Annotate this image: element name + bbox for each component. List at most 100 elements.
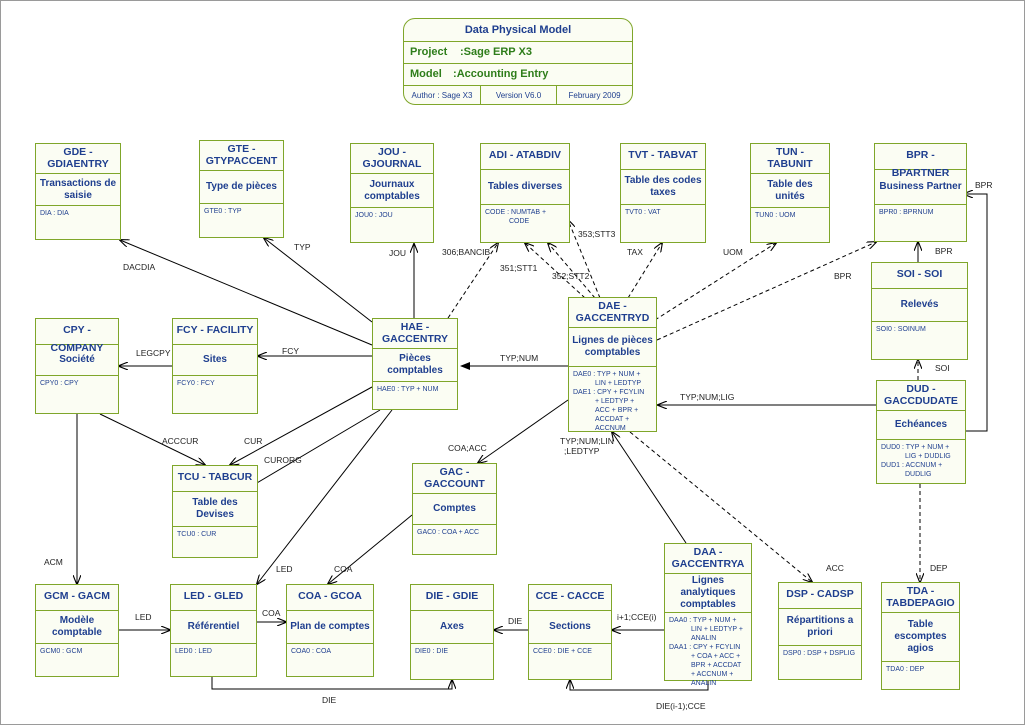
entity-desc: Business Partner — [875, 170, 966, 205]
entity-cce[interactable]: CCE - CACCE Sections CCE0 : DIE + CCE — [528, 584, 612, 680]
entity-gac[interactable]: GAC - GACCOUNT Comptes GAC0 : COA + ACC — [412, 463, 497, 555]
entity-fcy[interactable]: FCY - FACILITY Sites FCY0 : FCY — [172, 318, 258, 414]
entity-desc: Table des codes taxes — [621, 170, 705, 205]
entity-index: DSP0 : DSP + DSPLIG — [783, 650, 856, 657]
entity-desc: Comptes — [413, 494, 496, 525]
entity-desc: Table des Devises — [173, 492, 257, 527]
entity-code: GAC - GACCOUNT — [413, 464, 496, 494]
label-die-bottom: DIE — [322, 695, 337, 705]
label-cur: CUR — [244, 436, 263, 446]
header-footer: Author : Sage X3 Version V6.0 February 2… — [404, 86, 632, 104]
entity-bpr[interactable]: BPR - BPARTNER Business Partner BPR0 : B… — [874, 143, 967, 242]
entity-code: COA - GCOA — [287, 585, 373, 611]
entity-index: DUD0 : TYP + NUM + LIG + DUDLIG DUD1 : A… — [881, 444, 951, 478]
label-bpr-dae: BPR — [834, 271, 852, 281]
entity-index: SOI0 : SOINUM — [876, 326, 926, 333]
entity-index: GCM0 : GCM — [40, 648, 83, 655]
entity-tda[interactable]: TDA - TABDEPAGIO Table escomptes agios T… — [881, 582, 960, 690]
entity-index: DIA : DIA — [40, 210, 69, 217]
entity-index: GAC0 : COA + ACC — [417, 529, 480, 536]
label-tax: TAX — [627, 247, 643, 257]
model-value: Accounting Entry — [456, 68, 549, 80]
entity-gcm[interactable]: GCM - GACM Modèle comptable GCM0 : GCM — [35, 584, 119, 677]
label-coaacc: COA;ACC — [448, 443, 487, 453]
entity-cpy[interactable]: CPY - COMPANY Société CPY0 : CPY — [35, 318, 119, 414]
entity-die[interactable]: DIE - GDIE Axes DIE0 : DIE — [410, 584, 494, 680]
entity-index: DAA0 : TYP + NUM + LIN + LEDTYP + ANALIN… — [669, 617, 744, 687]
project-label: Project — [410, 46, 448, 58]
entity-desc: Lignes analytiques comptables — [665, 574, 751, 613]
entity-desc: Lignes de pièces comptables — [569, 328, 656, 367]
label-stt2: 352;STT2 — [552, 271, 590, 281]
entity-code: TCU - TABCUR — [173, 466, 257, 492]
entity-adi[interactable]: ADI - ATABDIV Tables diverses CODE : NUM… — [480, 143, 570, 243]
entity-dae[interactable]: DAE - GACCENTRYD Lignes de pièces compta… — [568, 297, 657, 432]
entity-index: CPY0 : CPY — [40, 380, 79, 387]
label-bpr-soi: BPR — [935, 246, 953, 256]
label-typnumlig: TYP;NUM;LIG — [680, 392, 735, 402]
entity-index: CODE : NUMTAB +CODE — [485, 209, 547, 225]
label-led-gcm: LED — [135, 612, 152, 622]
entity-tcu[interactable]: TCU - TABCUR Table des Devises TCU0 : CU… — [172, 465, 258, 558]
entity-code: TUN - TABUNIT — [751, 144, 829, 174]
entity-code: HAE - GACCENTRY — [373, 319, 457, 349]
entity-dsp[interactable]: DSP - CADSP Répartitions a priori DSP0 :… — [778, 582, 862, 680]
entity-desc: Tables diverses — [481, 170, 569, 205]
entity-index: TCU0 : CUR — [177, 531, 217, 538]
label-coa-gac: COA — [334, 564, 353, 574]
link-hae-gde — [120, 240, 373, 346]
entity-code: CPY - COMPANY — [36, 319, 118, 354]
entity-code: DIE - GDIE — [411, 585, 493, 611]
entity-index: BPR0 : BPRNUM — [879, 209, 934, 216]
label-legcpy: LEGCPY — [136, 348, 171, 358]
link-hae-led — [257, 409, 393, 584]
entity-code: ADI - ATABDIV — [481, 144, 569, 170]
link-dae-adi-2 — [548, 243, 596, 299]
entity-led[interactable]: LED - GLED Référentiel LED0 : LED — [170, 584, 257, 677]
link-led-die — [211, 677, 452, 690]
link-dud-bpr — [964, 194, 988, 432]
link-dae-dsp — [629, 431, 812, 582]
entity-desc: Axes — [411, 611, 493, 644]
header-date: February 2009 — [568, 91, 621, 100]
entity-desc: Pièces comptables — [373, 349, 457, 382]
entity-tun[interactable]: TUN - TABUNIT Table des unités TUN0 : UO… — [750, 143, 830, 243]
entity-gte[interactable]: GTE - GTYPACCENT Type de pièces GTE0 : T… — [199, 140, 284, 238]
entity-coa[interactable]: COA - GCOA Plan de comptes COA0 : COA — [286, 584, 374, 677]
entity-daa[interactable]: DAA - GACCENTRYA Lignes analytiques comp… — [664, 543, 752, 687]
label-curorg: CURORG — [264, 455, 302, 465]
header-title: Data Physical Model — [404, 19, 632, 42]
label-acc: ACC — [826, 563, 844, 573]
entity-hae[interactable]: HAE - GACCENTRY Pièces comptables HAE0 :… — [372, 318, 458, 410]
entity-jou[interactable]: JOU - GJOURNAL Journaux comptables JOU0 … — [350, 143, 434, 243]
label-typnum: TYP;NUM — [500, 353, 539, 363]
label-bpr-dud: BPR — [975, 180, 993, 190]
entity-index: COA0 : COA — [291, 648, 332, 655]
entity-tvt[interactable]: TVT - TABVAT Table des codes taxes TVT0 … — [620, 143, 706, 243]
entity-desc: Modèle comptable — [36, 611, 118, 644]
entity-dud[interactable]: DUD - GACCDUDATE Echéances DUD0 : TYP + … — [876, 380, 966, 484]
header-project: Project: Sage ERP X3 — [404, 42, 632, 64]
label-dacdia: DACDIA — [123, 262, 156, 272]
link-hae-gte — [264, 238, 373, 323]
link-dae-gac — [478, 399, 569, 463]
entity-code: TDA - TABDEPAGIO — [882, 583, 959, 613]
link-hae-adi — [447, 243, 498, 319]
label-stt1: 351;STT1 — [500, 263, 538, 273]
entity-soi[interactable]: SOI - SOI Relevés SOI0 : SOINUM — [871, 262, 968, 360]
entity-index: DAE0 : TYP + NUM + LIN + LEDTYP DAE1 : C… — [573, 371, 645, 432]
label-stt3: 353;STT3 — [578, 229, 616, 239]
entity-code: JOU - GJOURNAL — [351, 144, 433, 174]
entity-desc: Sections — [529, 611, 611, 644]
label-typnumlin: TYP;NUM;LIN — [560, 436, 614, 446]
entity-desc: Relevés — [872, 289, 967, 322]
label-fcy: FCY — [282, 346, 299, 356]
entity-index: FCY0 : FCY — [177, 380, 215, 387]
entity-code: GTE - GTYPACCENT — [200, 141, 283, 171]
entity-gde[interactable]: GDE - GDIAENTRY Transactions de saisie D… — [35, 143, 121, 240]
model-header: Data Physical Model Project: Sage ERP X3… — [403, 18, 633, 105]
entity-desc: Echéances — [877, 411, 965, 440]
entity-desc: Journaux comptables — [351, 174, 433, 208]
link-dae-tvt — [627, 243, 662, 299]
